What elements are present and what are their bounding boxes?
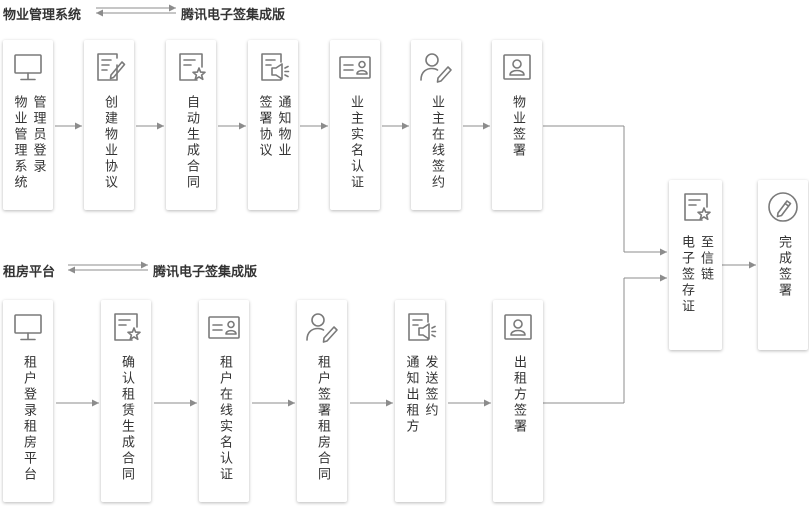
property-step-card: 业主在线签约 [411,40,461,210]
step-label-column: 通知物业 [275,95,291,159]
property-step-card: 签署协议通知物业 [248,40,298,210]
flow-arrow-head [288,399,295,407]
step-label-column: 至信链 [698,235,713,283]
step-label: 租户在线实名认证 [199,355,249,483]
step-label: 签署协议通知物业 [248,95,298,159]
step-label-column: 出租方签署 [511,355,526,435]
header-rental-left: 租房平台 [3,265,56,280]
rental-step-card: 租户登录租房平台 [3,300,53,502]
header-property-right: 腾讯电子签集成版 [181,4,285,23]
step-label-column: 租户在线实名认证 [217,355,232,483]
monitor-icon [14,314,42,341]
step-label-column: 物业签署 [510,95,525,159]
flow-arrow-head [483,122,490,130]
user-edit-icon [306,313,338,343]
step-label: 电子签存证至信链 [669,235,722,315]
property-step-card: 物业管理系统管理员登录 [3,40,53,210]
step-label: 物业管理系统管理员登录 [3,95,53,191]
step-label-column: 租户签署租房合同 [315,355,330,483]
flow-arrow-head [239,122,246,130]
step-label: 出租方签署 [493,355,543,435]
step-label-column: 确认租赁生成合同 [119,355,134,483]
double-arrow-right-head [141,261,148,269]
document-megaphone-icon [408,313,437,341]
header-property-left: 物业管理系统 [3,8,82,23]
flow-arrow-head [92,399,99,407]
step-label: 完成签署 [758,235,808,299]
property-step-card: 业主实名认证 [330,40,380,210]
header-rental-right: 腾讯电子签集成版 [153,261,257,280]
step-label: 创建物业协议 [84,95,134,191]
badge-user-icon [504,314,532,340]
step-label: 物业签署 [492,95,542,159]
document-star-icon [179,53,206,81]
flow-arrow-head [402,122,409,130]
flow-arrow-head [386,399,393,407]
document-edit-icon [97,53,126,81]
step-label-column: 签署协议 [256,95,272,159]
step-label: 业主在线签约 [411,95,461,191]
step-label-column: 自动生成合同 [184,95,199,191]
step-label-column: 电子签存证 [679,235,694,315]
step-label: 业主实名认证 [330,95,380,191]
header-property-right-label: 腾讯电子签集成版 [181,8,286,23]
id-card-icon [339,56,371,79]
rental-step-card: 租户在线实名认证 [199,300,249,502]
id-card-icon [208,316,240,339]
step-label-column: 发送签约 [422,355,438,419]
step-label: 确认租赁生成合同 [101,355,151,483]
step-label-column: 物业管理系统 [11,95,27,191]
step-label-column: 管理员登录 [30,95,46,175]
header-rental-right-label: 腾讯电子签集成版 [153,265,258,280]
flow-arrow-head [749,261,756,269]
step-label-column: 租户登录租房平台 [21,355,36,483]
property-step-card: 自动生成合同 [166,40,216,210]
document-star-icon [683,193,711,221]
user-edit-icon [420,53,452,83]
step-label: 租户登录租房平台 [3,355,53,483]
document-megaphone-icon [261,53,290,81]
step-label-column: 业主实名认证 [348,95,363,191]
flow-arrow-head [321,122,328,130]
flow-arrow-head [660,248,667,256]
rental-step-card: 确认租赁生成合同 [101,300,151,502]
rental-step-card: 出租方签署 [493,300,543,502]
flow-arrow-head [190,399,197,407]
step-label-column: 完成签署 [776,235,791,299]
rental-step-card: 通知出租方发送签约 [395,300,445,502]
document-star-icon [114,313,141,341]
edit-circle-icon [768,192,798,222]
flow-arrow-head [157,122,164,130]
header-rental: 租房平台 [3,261,55,280]
step-label-column: 通知出租方 [403,355,419,435]
rental-step-card: 租户签署租房合同 [297,300,347,502]
double-arrow-right-head [169,4,176,12]
header-property: 物业管理系统 [3,4,81,23]
complete-signing-card: 完成签署 [758,180,808,350]
flow-arrow-head [660,274,667,282]
step-label: 自动生成合同 [166,95,216,191]
double-arrow-left-head [68,266,75,274]
step-label: 通知出租方发送签约 [395,355,445,435]
property-step-card: 创建物业协议 [84,40,134,210]
badge-user-icon [503,54,531,80]
step-label: 租户签署租房合同 [297,355,347,483]
step-label-column: 业主在线签约 [429,95,444,191]
step-label-column: 创建物业协议 [102,95,117,191]
flow-arrow-head [75,122,82,130]
chain-evidence-card: 电子签存证至信链 [669,180,722,350]
flow-arrow-head [484,399,491,407]
property-step-card: 物业签署 [492,40,542,210]
monitor-icon [14,54,42,81]
double-arrow-left-head [96,9,103,17]
